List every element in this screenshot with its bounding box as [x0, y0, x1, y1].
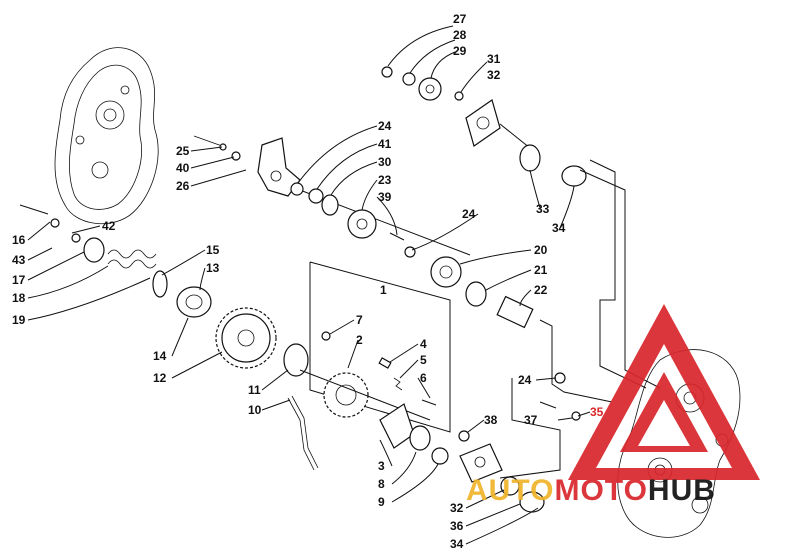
callout-19: 19	[12, 313, 26, 327]
callout-21: 21	[534, 263, 548, 277]
callout-22: 22	[534, 283, 548, 297]
watermark-triangle-icon	[568, 304, 760, 480]
housing-cover	[54, 47, 159, 225]
sprocket-assembly	[299, 261, 451, 465]
callout-28: 28	[453, 28, 467, 42]
upper-shaft-assembly	[290, 182, 534, 329]
callout-5: 5	[420, 353, 427, 367]
callout-24b: 24	[462, 207, 476, 221]
callout-1: 1	[380, 283, 387, 297]
callout-32: 32	[487, 68, 501, 82]
callout-7: 7	[356, 313, 363, 327]
svg-text:AUTOMOTOHUB: AUTOMOTOHUB	[466, 474, 716, 507]
callout-31: 31	[487, 52, 501, 66]
callout-8: 8	[378, 477, 385, 491]
callout-43: 43	[12, 253, 26, 267]
watermark-logo: AUTOMOTOHUB	[466, 304, 760, 507]
callout-35: 35	[590, 405, 604, 419]
callout-34b: 34	[552, 221, 566, 235]
leader-lines	[27, 25, 591, 545]
callout-24c: 24	[518, 373, 532, 387]
callout-14: 14	[153, 349, 167, 363]
callout-32b: 32	[450, 501, 464, 515]
callout-24: 24	[378, 119, 392, 133]
callout-20: 20	[534, 243, 548, 257]
callout-10: 10	[248, 403, 262, 417]
watermark-brand-a: A	[466, 474, 489, 507]
watermark-inner-triangle-icon	[620, 372, 708, 452]
callout-12: 12	[153, 371, 167, 385]
callout-41: 41	[378, 137, 392, 151]
callout-38: 38	[484, 413, 498, 427]
callout-2: 2	[356, 333, 363, 347]
callout-23: 23	[378, 173, 392, 187]
callout-16: 16	[12, 233, 26, 247]
callout-9: 9	[378, 495, 385, 509]
callout-labels: 27 28 29 31 32 24 41 30 23 39 25 40 26 1…	[12, 12, 604, 551]
axis-guide-lines	[499, 159, 661, 479]
callout-40: 40	[176, 161, 190, 175]
callout-37: 37	[524, 413, 538, 427]
watermark-brand-hub: HUB	[648, 474, 716, 507]
callout-18: 18	[12, 291, 26, 305]
left-spring-group	[19, 204, 212, 318]
callout-27: 27	[453, 12, 467, 26]
callout-30: 30	[378, 155, 392, 169]
callout-39: 39	[378, 190, 392, 204]
callout-11: 11	[248, 383, 261, 397]
lower-right-parts	[458, 372, 581, 513]
callout-15: 15	[206, 243, 220, 257]
sensor-bracket	[193, 135, 301, 197]
callout-17: 17	[12, 273, 26, 287]
watermark-brand-uto: UTO	[489, 474, 555, 507]
callout-33: 33	[536, 202, 550, 216]
callout-13: 13	[206, 261, 220, 275]
callout-42: 42	[102, 219, 116, 233]
callout-26: 26	[176, 179, 190, 193]
callout-25: 25	[176, 144, 190, 158]
drive-gears	[215, 307, 319, 471]
callout-4: 4	[420, 337, 427, 351]
callout-29: 29	[453, 44, 467, 58]
watermark-brand-moto: MOTO	[554, 474, 647, 507]
callout-3: 3	[378, 459, 385, 473]
top-right-parts	[381, 66, 587, 187]
callout-36: 36	[450, 519, 464, 533]
callout-6: 6	[420, 371, 427, 385]
callout-34: 34	[450, 537, 464, 551]
